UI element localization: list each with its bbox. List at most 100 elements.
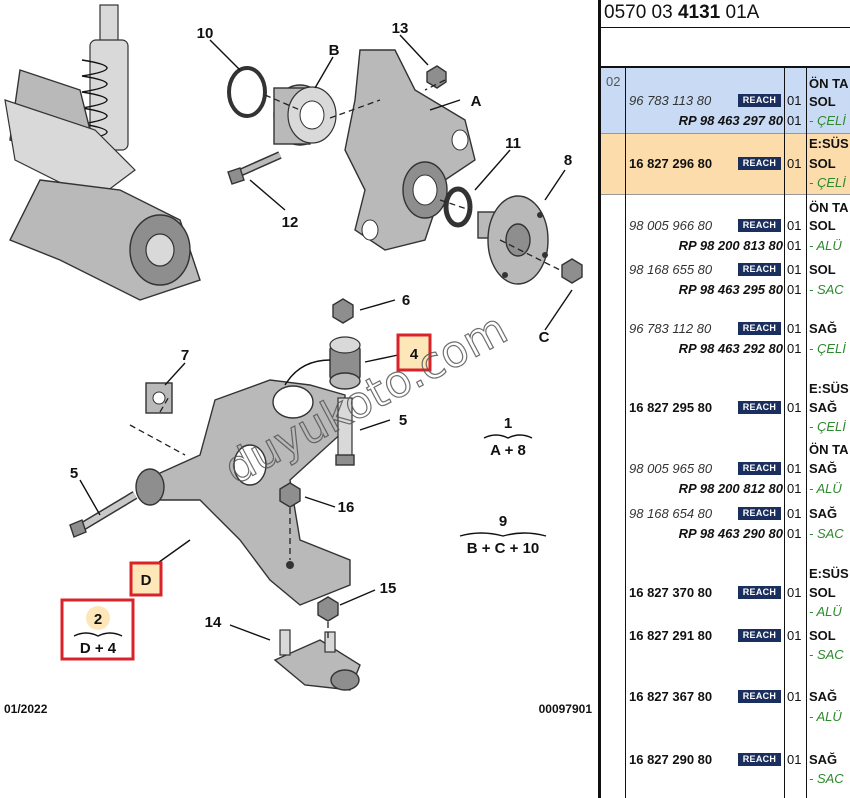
ball-joint-nut [279,482,301,508]
reach-badge: REACH [738,322,781,335]
table-row[interactable]: 98 005 965 80 REACH 01 [629,461,802,476]
parts-table: 02 96 783 113 80 REACH 01 ÖN TA SOL RP 9… [601,68,850,798]
table-row[interactable]: 16 827 296 80 REACH 01 [629,156,802,171]
bush-bolt [335,397,355,466]
svg-text:A + 8: A + 8 [490,442,526,459]
exploded-diagram: 10 B 13 A 11 8 12 6 C 7 5 5 16 15 14 4 D… [4,4,593,716]
callout-10: 10 [197,25,214,42]
callout-12: 12 [282,214,299,231]
row-desc: SAĞ [809,321,838,336]
callout-b: B [329,42,340,59]
bush-nut [332,298,354,324]
row-desc: ÖN TA [809,76,849,91]
row-material: - ÇELİ [809,341,846,356]
callout-7: 7 [181,347,189,364]
row-desc: SOL [809,218,836,233]
callout-15: 15 [380,580,397,597]
column-divider [806,68,807,798]
arm-bracket [145,382,173,414]
row-material: - ÇELİ [809,419,846,434]
callout-4: 4 [410,346,419,363]
legend-1: 1 A + 8 [483,415,533,459]
table-row[interactable]: 98 005 966 80 REACH 01 [629,218,802,233]
table-row[interactable]: 16 827 367 80 REACH 01 [629,689,802,704]
row-desc: SAĞ [809,461,838,476]
row-desc: SOL [809,585,836,600]
legend-9: 9 B + C + 10 [459,513,547,557]
column-divider [625,68,626,798]
callout-5-arm: 5 [70,465,78,482]
row-material: - ALÜ [809,709,842,724]
row-material: - ÇELİ [809,113,846,128]
table-row[interactable]: 16 827 370 80 REACH 01 [629,585,802,600]
callout-8: 8 [564,152,572,169]
row-material: - SAC [809,647,844,662]
strut-assembly [4,4,201,301]
footer-date: 01/2022 [4,702,48,716]
parts-panel: 0570 03 4131 01A 02 96 783 113 80 REACH … [598,0,850,798]
callout-13: 13 [392,20,409,37]
svg-text:D + 4: D + 4 [80,640,117,657]
circlip [227,66,267,118]
row-desc: ÖN TA [809,442,849,457]
arm-bolt [69,491,138,538]
table-row[interactable]: 96 783 112 80 REACH 01 [629,321,802,336]
row-material: - ALÜ [809,604,842,619]
row-desc: E:SÜS [809,136,849,151]
row-material: - ALÜ [809,238,842,253]
hub-seal [443,186,473,228]
reach-badge: REACH [738,586,781,599]
table-subrow[interactable]: RP 98 463 290 80 01 [678,526,802,541]
ball-joint [273,629,361,691]
ball-joint-nut-2 [317,596,339,622]
callout-11: 11 [505,135,521,152]
reach-badge: REACH [738,401,781,414]
row-desc: E:SÜS [809,381,849,396]
table-subrow[interactable]: RP 98 463 292 80 01 [678,341,802,356]
svg-text:2: 2 [94,611,102,628]
callout-d: D [141,572,152,589]
row-material: - ALÜ [809,481,842,496]
reach-badge: REACH [738,462,781,475]
reach-badge: REACH [738,690,781,703]
callout-14: 14 [205,614,222,631]
reach-badge: REACH [738,753,781,766]
svg-text:9: 9 [499,513,507,530]
row-desc: SAĞ [809,400,838,415]
table-row[interactable]: 98 168 655 80 REACH 01 [629,262,802,277]
callout-6: 6 [402,292,410,309]
row-desc: SOL [809,262,836,277]
arm-bush [329,336,361,390]
table-row[interactable]: 16 827 290 80 REACH 01 [629,752,802,767]
row-desc: SAĞ [809,506,838,521]
table-subrow[interactable]: RP 98 463 297 80 01 [678,113,802,128]
wheel-hub [477,195,549,285]
callout-5-bush: 5 [399,412,407,429]
table-subrow[interactable]: RP 98 200 813 80 01 [678,238,802,253]
table-subrow[interactable]: RP 98 200 812 80 01 [678,481,802,496]
callout-16: 16 [338,499,355,516]
table-row[interactable]: 16 827 291 80 REACH 01 [629,628,802,643]
row-desc: SOL [809,628,836,643]
table-row[interactable]: 96 783 113 80 REACH 01 [629,93,802,108]
row-desc: SOL [809,156,836,171]
row-desc: SOL [809,94,836,109]
reference-number: 0570 03 4131 01A [601,0,850,28]
table-row[interactable]: 16 827 295 80 REACH 01 [629,400,802,415]
reach-badge: REACH [738,629,781,642]
reach-badge: REACH [738,157,781,170]
footer-code: 00097901 [539,702,593,716]
table-subrow[interactable]: RP 98 463 295 80 01 [678,282,802,297]
row-desc: ÖN TA [809,200,849,215]
legend-2: 2 D + 4 [60,598,135,661]
reach-badge: REACH [738,263,781,276]
wheel-bearing [273,84,337,146]
table-row[interactable]: 98 168 654 80 REACH 01 [629,506,802,521]
row-material: - SAC [809,282,844,297]
svg-text:1: 1 [504,415,512,432]
steering-knuckle [344,49,476,251]
sequence-number: 02 [606,74,621,89]
knuckle-bolt [227,151,282,185]
table-group-highlight-blue [601,68,850,134]
row-material: - ÇELİ [809,175,846,190]
